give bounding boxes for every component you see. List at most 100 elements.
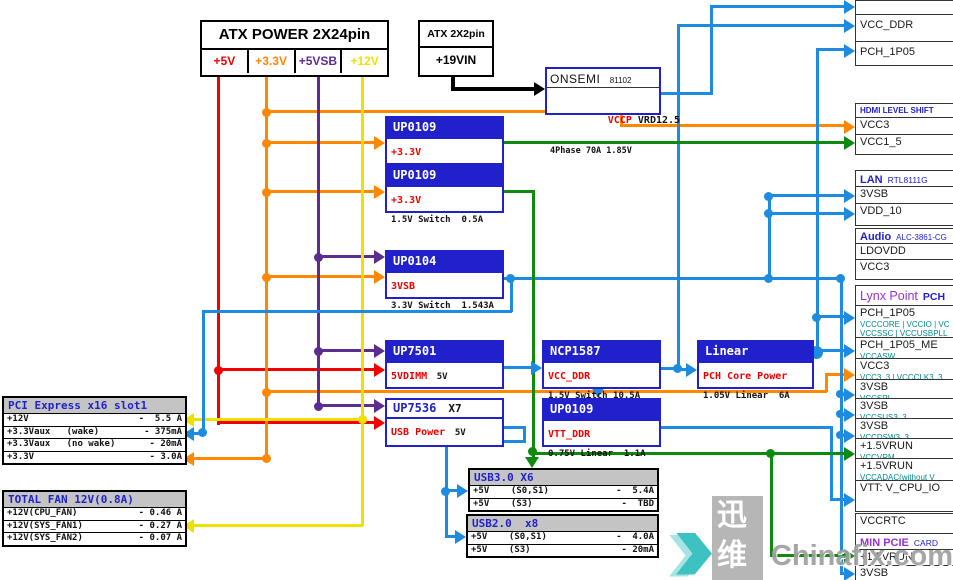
rail-label: VCC_DDR: [548, 371, 591, 382]
table-title: PCI Express x16 slot1: [4, 398, 185, 414]
junction-dot: [313, 401, 323, 411]
pcie-slot-load-table: PCI Express x16 slot1 +12V- 5.5 A +3.3Va…: [2, 396, 187, 465]
regulator-up0109-b: UP0109 +3.3V 1.5V Switch 0.5A: [385, 164, 504, 225]
wire-3vsb-aux-a: [510, 278, 513, 312]
wire-vttddr-a: [657, 426, 833, 429]
sink-row: PCH_1P05: [860, 46, 916, 58]
wire-vttddr-b: [830, 426, 833, 499]
sink-row: LDOVDD: [856, 244, 953, 260]
junction-dot: [763, 273, 773, 283]
junction-dot: [835, 273, 845, 283]
table-title: TOTAL FAN 12V(0.8A): [4, 492, 185, 508]
rail-spec: 1.05V Linear 6A: [703, 391, 790, 401]
wire-3v3-pchvcc3-b: [825, 374, 828, 392]
wire-usbpwr-e: [445, 489, 460, 492]
rail-label: USB Power: [391, 427, 446, 438]
wire-5vsb-trunk: [317, 73, 320, 408]
wire-5v-to-5vdimm: [217, 368, 375, 371]
arrow-vcc1-5-arrow-icon: [844, 136, 855, 150]
junction-dot: [527, 446, 537, 456]
sink-row: +1.5VRUN: [856, 550, 953, 566]
arrow-ncp-in-arrow-icon: [531, 361, 542, 375]
table-row: +3.3Vaux (wake)- 375mA: [4, 427, 185, 439]
wire-12v-pcie: [192, 418, 363, 421]
wire-3v3-vcc3-b: [620, 110, 623, 126]
arrow-hdmi-vcc3-arrow-icon: [844, 120, 855, 134]
pin-3v3: +3.3V: [249, 50, 296, 73]
watermark: 迅维网 Chinafix.com: [669, 496, 953, 580]
table-row: +12V(SYS_FAN1)- 0.27 A: [4, 521, 185, 533]
junction-dot: [765, 448, 775, 458]
sink-title: HDMI LEVEL SHIFT: [856, 104, 953, 118]
atx-24pin-connector: ATX POWER 2X24pin +5V +3.3V +5VSB +12V: [200, 20, 389, 77]
rail-spec: 0.75V Linear 1.1A: [548, 449, 646, 459]
wire-15vrun-c: [532, 452, 845, 455]
watermark-en-text: Chinafix.com: [770, 539, 953, 572]
table-row: +3.3Vaux (no wake)- 20mA: [4, 439, 185, 452]
audio-chip-label: ALC-3861-CG: [896, 233, 947, 242]
wire-19vin-b: [451, 87, 537, 91]
arrow-pch1p05-top-arrow-icon: [844, 44, 855, 58]
wire-pch105-e: [816, 349, 845, 352]
pch-chip-label: PCH: [922, 291, 946, 303]
lan-chip-label: RTL8111G: [887, 175, 928, 185]
junction-dot: [672, 363, 682, 373]
atx-2x2pin-title: ATX 2X2pin: [420, 22, 492, 48]
arrow-onsemi-in-arrow-icon: [534, 82, 545, 96]
arrow-usb3-in-arrow-icon: [457, 484, 468, 498]
junction-dot: [261, 272, 271, 282]
junction-dot: [261, 187, 271, 197]
arrow-lan-vdd10-arrow-icon: [844, 207, 855, 221]
fan-load-table: TOTAL FAN 12V(0.8A) +12V(CPU_FAN)- 0.46 …: [2, 490, 187, 547]
junction-dot: [261, 138, 271, 148]
wire-15vrun-e: [770, 554, 845, 557]
arrow-usbpower-in-arrow-icon: [374, 416, 385, 430]
sink-row: VTT: V_CPU_IO: [860, 482, 941, 494]
arrow-up0104-sb-in-arrow-icon: [374, 250, 385, 264]
wire-pch105-b: [816, 50, 819, 353]
minpcie-chip-label: CARD: [913, 538, 938, 548]
arrow-vtt-in-arrow-icon: [591, 387, 605, 398]
wire-vccp-a: [657, 92, 713, 95]
rail-label: PCH Core Power: [703, 371, 788, 382]
junction-dot: [763, 191, 773, 201]
wire-15vrun-a: [500, 190, 535, 193]
rail-spec: 5V: [436, 372, 448, 382]
junction-dot: [836, 390, 844, 398]
wire-3vsb-lan-a: [768, 195, 771, 279]
table-row: +5V (S0,S1)- 5.4A: [470, 486, 657, 499]
junction-dot: [261, 107, 271, 117]
wire-3v3-up0104: [265, 275, 375, 278]
wire-vccddr-a: [657, 367, 680, 370]
watermark-cn-text: 迅维网: [712, 496, 763, 580]
sink-row: VDD_10: [860, 205, 902, 217]
wire-vttddr-c: [830, 498, 846, 501]
regulator-title: UP0104: [387, 252, 502, 271]
rail-label: 5VDIMM: [391, 371, 428, 382]
pin-5v: +5V: [202, 50, 249, 73]
junction-dot: [261, 387, 271, 397]
sink-vccrtc: VCCRTC: [855, 513, 953, 535]
junction-dot: [261, 453, 271, 463]
pin-12v: +12V: [350, 54, 379, 68]
arrow-minpcie-3vsb-arrow-icon: [844, 567, 855, 580]
wire-usbpwr-a: [500, 426, 526, 429]
usb3-load-table: USB3.0 X6 +5V (S0,S1)- 5.4A +5V (S3)- TB…: [468, 468, 659, 512]
arrow-minpcie-15vrun-arrow-icon: [844, 549, 855, 563]
wire-3v3-pcie: [192, 457, 267, 460]
pin-5vsb: +5VSB: [296, 50, 343, 73]
regulator-title: UP0109: [387, 118, 502, 137]
arrow-5vdimm-in-arrow-icon: [374, 363, 385, 377]
arrow-up0104-in-arrow-icon: [374, 270, 385, 284]
wire-3v3-pchvcc3-a: [265, 390, 827, 393]
rail-spec: 5V: [454, 428, 466, 438]
junction-dot: [313, 346, 323, 356]
regulator-up0109-vtt: UP0109 VTT_DDR 0.75V Linear 1.1A: [542, 398, 661, 459]
